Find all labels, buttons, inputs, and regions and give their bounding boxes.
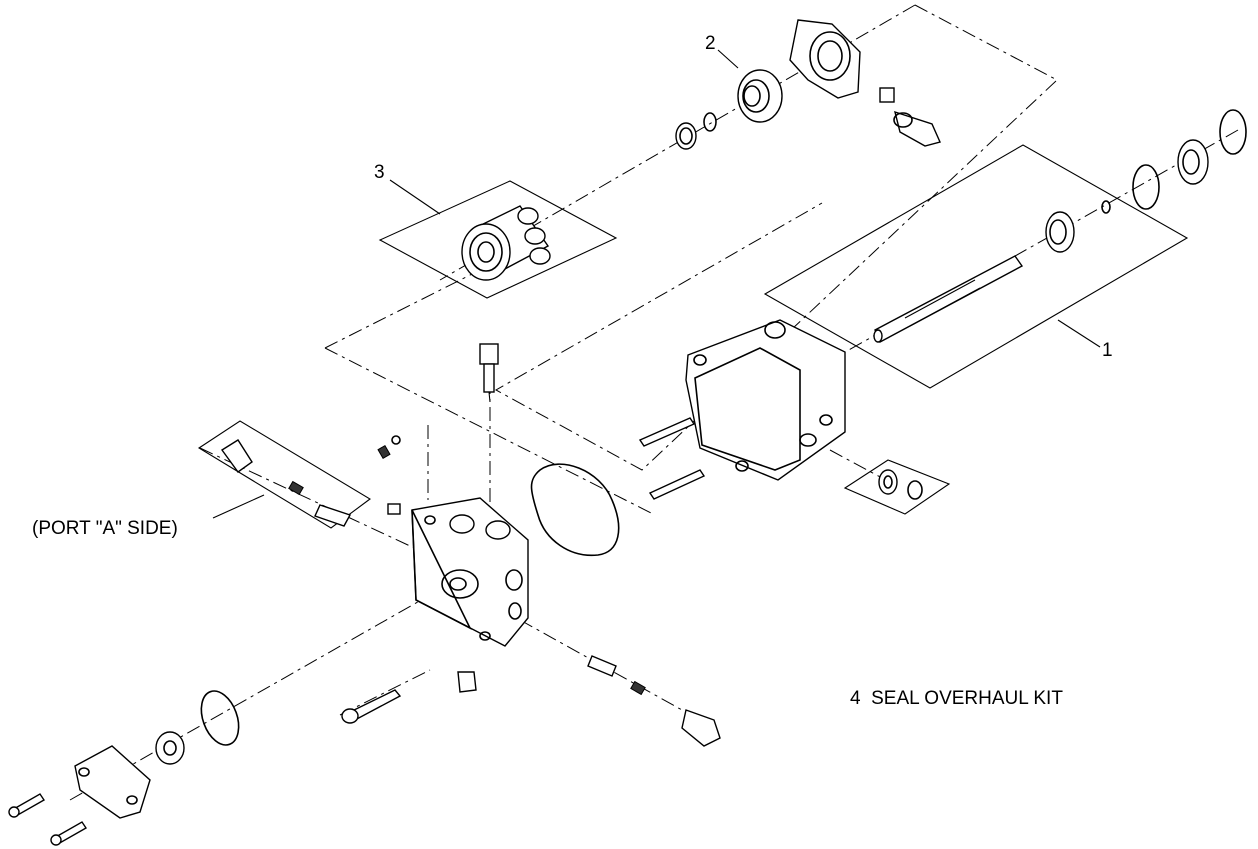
retaining-ring-small (1101, 200, 1111, 214)
kit-box-3 (378, 180, 618, 299)
seal-kit-parts (878, 469, 923, 500)
port-a-parts (220, 439, 352, 527)
callout-port-a-side: (PORT "A" SIDE) (32, 518, 178, 539)
bearing-1 (1045, 211, 1075, 253)
centerline-bolt (339, 669, 431, 716)
seal-item-2 (737, 69, 783, 123)
end-cover (74, 745, 151, 819)
coupler (155, 731, 185, 765)
leader-2 (717, 49, 739, 69)
dashed-outline-3 (324, 347, 656, 516)
gasket (530, 463, 620, 557)
small-ball (391, 435, 401, 445)
o-ring (200, 690, 240, 746)
leader-3 (389, 179, 441, 215)
cylinder-block (461, 205, 551, 281)
leader-port-a (212, 494, 265, 519)
dashed-outline (494, 4, 1058, 471)
rear-cover (789, 19, 941, 147)
kit-box-1 (763, 144, 1189, 389)
small-screw (377, 444, 391, 460)
leader-1 (1057, 319, 1101, 348)
plug-left (387, 503, 401, 515)
drive-shaft (873, 255, 1024, 343)
bottom-plug (457, 671, 477, 693)
callout-1: 1 (1102, 340, 1113, 361)
centerline-port (199, 447, 441, 561)
centerline-lower (69, 594, 431, 801)
pump-housing (685, 319, 846, 481)
top-valve (479, 343, 499, 403)
kit-box-port-a (197, 420, 371, 529)
kit-box-seal (843, 459, 951, 515)
long-bolt (341, 689, 402, 724)
callout-2: 2 (705, 33, 716, 54)
callout-seal-overhaul-kit: 4 SEAL OVERHAUL KIT (850, 688, 1063, 709)
snap-ring (1219, 109, 1247, 155)
dowel-pins (638, 417, 706, 500)
cover-bolts (8, 793, 87, 846)
retaining-ring-1 (1132, 164, 1160, 210)
relief-valve (587, 655, 721, 747)
port-block (411, 497, 529, 647)
bearing-2 (1177, 139, 1209, 185)
callout-3: 3 (374, 162, 385, 183)
spring-ring (675, 112, 717, 150)
